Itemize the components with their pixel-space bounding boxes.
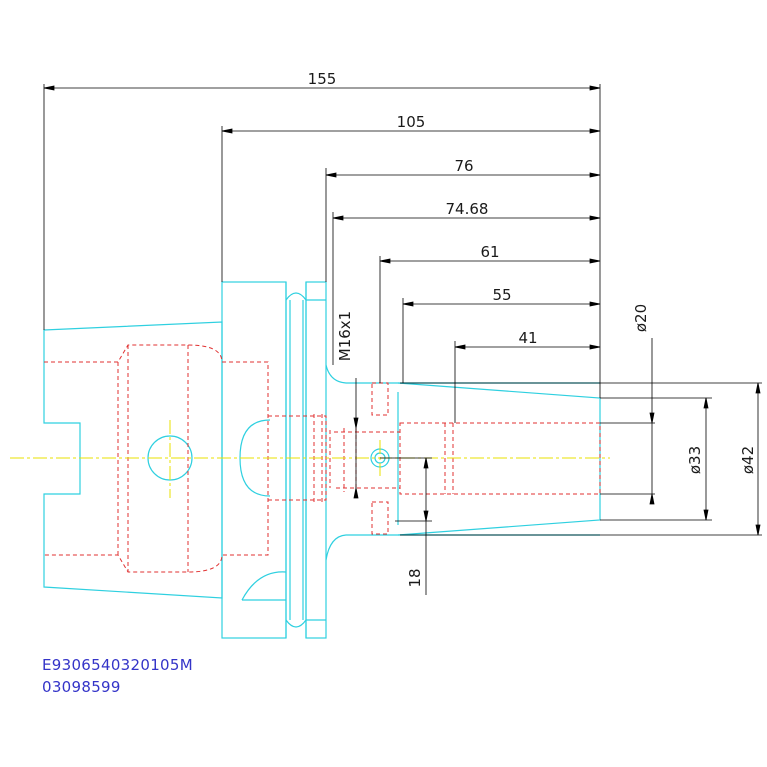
- collet-nose: [397, 382, 601, 536]
- flange-collar: [305, 281, 327, 639]
- dim-depth-18: 18: [406, 568, 424, 587]
- part-code-line-1: E9306540320105M: [42, 656, 193, 674]
- dim-thread-m16x1: M16x1: [336, 311, 354, 361]
- dim-155: 155: [308, 70, 337, 88]
- dim-105: 105: [397, 113, 426, 131]
- set-screw-top: [371, 382, 389, 416]
- dimension-labels: 155 105 76 74.68 61 55 41 M16x1 ø20 ø33 …: [308, 70, 757, 588]
- dim-dia-33: ø33: [686, 446, 704, 474]
- dim-dia-42: ø42: [739, 446, 757, 474]
- lower-relief-arc: [241, 571, 287, 601]
- dim-61: 61: [480, 243, 499, 261]
- taper-shank-outline: [43, 321, 223, 599]
- dim-76: 76: [454, 157, 473, 175]
- flange-collar-inner: [306, 299, 326, 621]
- hub-lower: [325, 534, 600, 561]
- flange-groove-arcs: [285, 292, 307, 628]
- collet-bore-hidden: [399, 422, 601, 495]
- centerlines: [10, 420, 610, 498]
- dim-dia-20: ø20: [632, 304, 650, 332]
- hub-upper: [325, 364, 600, 384]
- dim-41: 41: [518, 329, 537, 347]
- part-code-line-2: 03098599: [42, 678, 121, 696]
- flange-body: [221, 281, 287, 639]
- set-screw-bottom: [371, 501, 389, 535]
- thread-hidden-inner: [343, 428, 357, 492]
- dim-55: 55: [492, 286, 511, 304]
- flange-groove-left: [285, 282, 307, 638]
- dimension-lines: [43, 84, 762, 595]
- dim-74-68: 74.68: [446, 200, 489, 218]
